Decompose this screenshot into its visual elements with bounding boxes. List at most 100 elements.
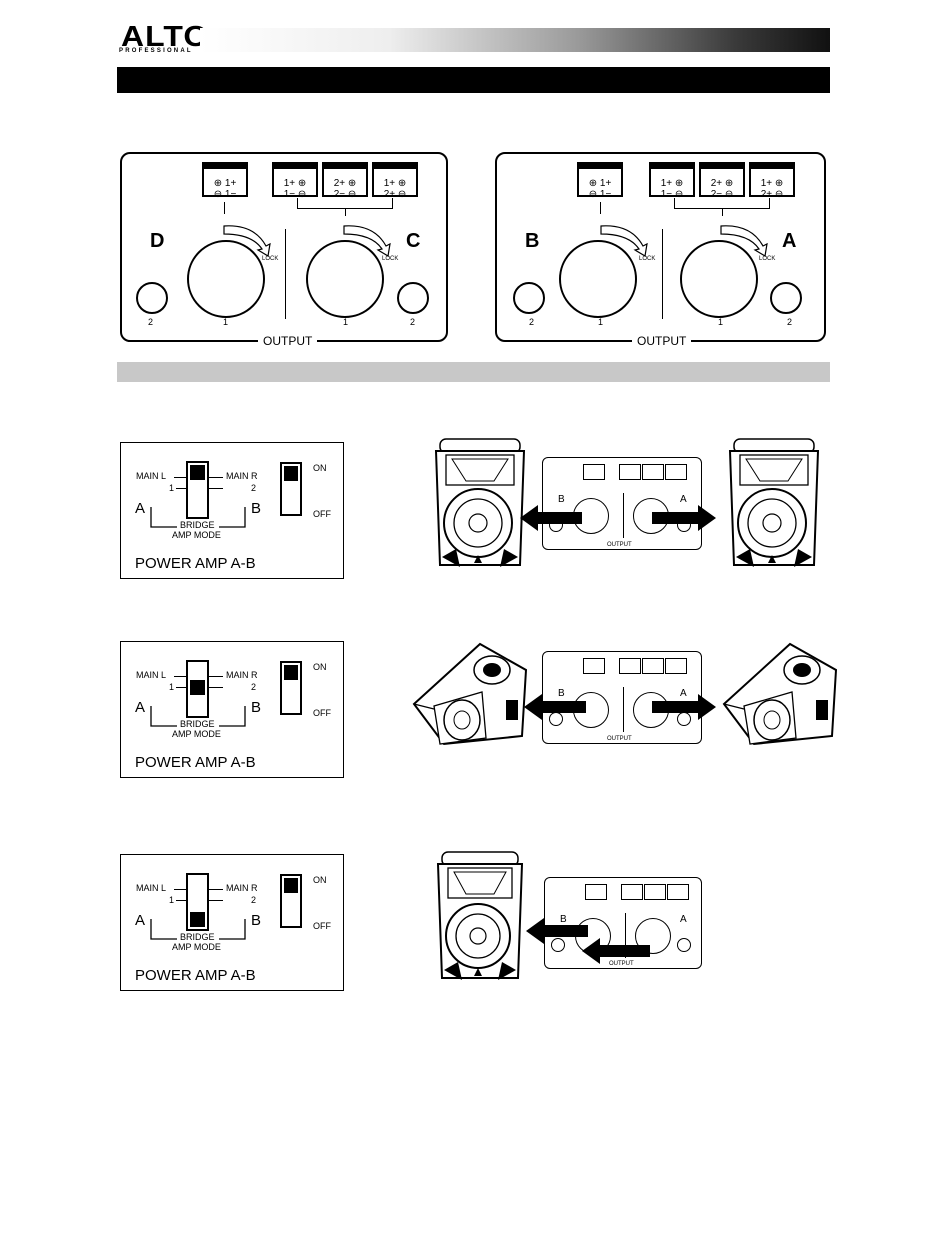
- output-panel-ba: ⊕ 1+ ⊖ 1− 1+ ⊕ 1− ⊖ 2+ ⊕ 2− ⊖ 1+ ⊕ 2+ ⊖ …: [495, 152, 826, 342]
- connector-line: [769, 198, 770, 208]
- caption: POWER AMP A-B: [135, 555, 256, 572]
- selector-knob: [190, 912, 205, 927]
- connector-line: [297, 198, 298, 208]
- mini-output-label: OUTPUT: [605, 736, 634, 742]
- channel-left-label: D: [150, 230, 165, 252]
- arrow-right-icon: [652, 505, 716, 531]
- output-label: OUTPUT: [632, 334, 692, 348]
- main-l-label: MAIN L: [136, 471, 167, 481]
- selector-switch: [186, 873, 209, 931]
- divider-line: [285, 229, 286, 319]
- jack-number: 1: [718, 317, 724, 327]
- off-label: OFF: [313, 708, 331, 718]
- mini-terminal: [665, 464, 687, 480]
- lock-arrow-icon: [600, 225, 648, 257]
- connector-line: [392, 198, 393, 208]
- amp-mode-label: AMP MODE: [172, 530, 221, 540]
- terminal-block-1: ⊕ 1+ ⊖ 1−: [202, 167, 248, 200]
- bridge-label: BRIDGE: [180, 932, 215, 942]
- arrow-left-icon: [582, 938, 650, 964]
- mini-channel-right: A: [680, 688, 687, 699]
- on-label: ON: [313, 662, 327, 672]
- off-label: OFF: [313, 921, 331, 931]
- jack-number: 1: [598, 317, 604, 327]
- bridge-bracket: [150, 507, 246, 528]
- terminal-block-4: 1+ ⊕ 2+ ⊖: [372, 167, 418, 200]
- tick-line: [209, 488, 223, 489]
- mini-terminal: [665, 658, 687, 674]
- terminal-header: [272, 162, 318, 169]
- lock-arrow-icon: [720, 225, 768, 257]
- section-subtitle-bar: [117, 362, 830, 382]
- terminal-header: [577, 162, 623, 169]
- terminal-block-4: 1+ ⊕ 2+ ⊖: [749, 167, 795, 200]
- floor-monitor-right: [722, 642, 838, 746]
- switch-diagram-3: MAIN L 1 MAIN R 2 A B BRIDGE AMP MODE ON…: [120, 854, 344, 991]
- terminal-header: [202, 162, 248, 169]
- terminal-block-1: ⊕ 1+ ⊖ 1−: [577, 167, 623, 200]
- lock-label: LOCK: [639, 256, 656, 262]
- speakon-jack-right: [306, 240, 384, 318]
- mini-small-jack: [677, 938, 691, 952]
- mini-channel-left: B: [560, 914, 567, 925]
- jack-number: 2: [529, 317, 535, 327]
- terminal-label: 1+ ⊕: [283, 178, 307, 189]
- one-label: 1: [169, 895, 175, 905]
- mini-terminal: [667, 884, 689, 900]
- terminal-block-3: 2+ ⊕ 2− ⊖: [699, 167, 745, 200]
- connector-line: [600, 202, 601, 214]
- mini-output-panel-2: B A OUTPUT: [542, 651, 702, 744]
- mini-divider: [625, 913, 626, 958]
- bridge-bracket: [150, 919, 246, 940]
- speaker-cabinet-bridged: [436, 851, 524, 980]
- side-a-label: A: [135, 500, 146, 517]
- power-switch-knob: [284, 878, 298, 893]
- caption: POWER AMP A-B: [135, 967, 256, 984]
- terminal-label: 1+ ⊕: [660, 178, 684, 189]
- mini-output-panel-3: B A OUTPUT: [544, 877, 702, 969]
- connector-line: [722, 208, 723, 216]
- tick-line: [176, 900, 186, 901]
- mini-divider: [623, 687, 624, 732]
- channel-left-label: B: [525, 230, 540, 252]
- terminal-label: 2− ⊖: [710, 189, 734, 200]
- terminal-header: [699, 162, 745, 169]
- jack-number: 2: [410, 317, 416, 327]
- floor-monitor-left: [412, 642, 528, 746]
- channel-right-label: A: [782, 230, 797, 252]
- terminal-label: 1− ⊖: [283, 189, 307, 200]
- arrow-left-icon: [524, 694, 586, 720]
- mini-terminal: [642, 658, 664, 674]
- jack-number: 2: [787, 317, 793, 327]
- side-a-label: A: [135, 699, 146, 716]
- speaker-cabinet-left: [434, 438, 526, 567]
- switch-diagram-2: MAIN L 1 MAIN R 2 A B BRIDGE AMP MODE ON…: [120, 641, 344, 778]
- selector-knob: [190, 465, 205, 480]
- amp-mode-label: AMP MODE: [172, 729, 221, 739]
- mini-output-label: OUTPUT: [607, 961, 636, 967]
- caption: POWER AMP A-B: [135, 754, 256, 771]
- main-l-label: MAIN L: [136, 670, 167, 680]
- lock-arrow-icon: [223, 225, 271, 257]
- speaker-cabinet-right: [728, 438, 820, 567]
- power-switch: [280, 462, 302, 516]
- tick-line: [176, 488, 186, 489]
- logo-subtext: PROFESSIONAL: [119, 48, 193, 54]
- mini-terminal: [583, 658, 605, 674]
- connector-line: [345, 208, 346, 216]
- lock-arrow-icon: [343, 225, 391, 257]
- side-a-label: A: [135, 912, 146, 929]
- section-title-bar: [117, 67, 830, 93]
- mini-speakon-jack: [633, 692, 669, 728]
- small-jack-left: [136, 282, 168, 314]
- terminal-label: ⊕ 1+: [213, 178, 237, 189]
- side-b-label: B: [251, 699, 262, 716]
- two-label: 2: [251, 895, 257, 905]
- tick-line: [174, 477, 186, 478]
- tick-line: [174, 676, 186, 677]
- small-jack-left: [513, 282, 545, 314]
- two-label: 2: [251, 682, 257, 692]
- selector-switch: [186, 461, 209, 519]
- terminal-label: 2− ⊖: [333, 189, 357, 200]
- arrow-left-icon: [526, 918, 588, 944]
